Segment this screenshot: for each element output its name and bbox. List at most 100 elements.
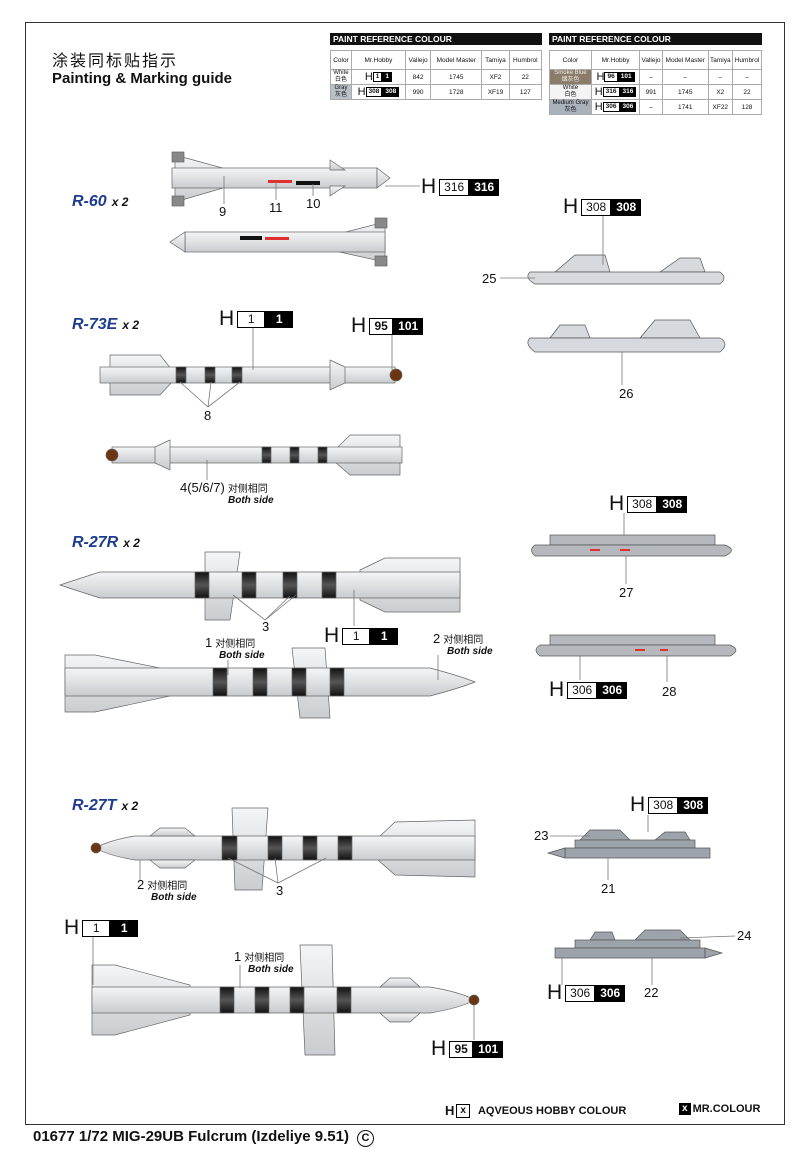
paint-table-1: PAINT REFERENCE COLOUR Color Mr.Hobby Va… xyxy=(330,33,543,100)
page-frame xyxy=(25,22,785,1125)
pylon-27-drawing xyxy=(531,534,732,557)
col-tamiya: Tamiya xyxy=(481,50,510,70)
humbrol-value: – xyxy=(732,69,762,85)
decal-callout: 22 xyxy=(644,985,659,1000)
col-color: Color xyxy=(330,50,352,70)
copyright-icon: C xyxy=(356,1130,374,1147)
decal-callout: 8 xyxy=(204,408,212,423)
col-mrhobby: Mr.Hobby xyxy=(350,50,406,70)
decal-callout: 25 xyxy=(482,271,497,286)
col-vallejo: Vallejo xyxy=(404,50,432,70)
paint-table-2: PAINT REFERENCE COLOUR Color Mr.Hobby Va… xyxy=(549,33,762,115)
humbrol-value: 127 xyxy=(508,84,543,100)
tamiya-value: XF19 xyxy=(481,84,510,100)
col-model-master: Model Master xyxy=(661,50,709,70)
r27r-top-drawing xyxy=(58,551,461,621)
vallejo-value: 842 xyxy=(404,69,432,85)
decal-callout: 11 xyxy=(269,200,283,215)
pylon-26-drawing xyxy=(527,319,726,353)
r73e-bottom-drawing xyxy=(105,434,403,476)
model-master-value: 1745 xyxy=(430,69,483,85)
col-mrhobby: Mr.Hobby xyxy=(590,50,641,70)
decal-callout: 9 xyxy=(219,204,227,219)
model-master-value: 1728 xyxy=(430,84,483,100)
col-color: Color xyxy=(549,50,592,70)
r60-top-drawing xyxy=(171,151,391,207)
r27t-top-drawing xyxy=(90,807,476,891)
r27t-bottom-drawing xyxy=(91,944,480,1056)
footer-title: 01677 1/72 MIG-29UB Fulcrum (Izdeliye 9.… xyxy=(33,1128,374,1147)
decal-callout: 27 xyxy=(619,585,634,600)
humbrol-value: 128 xyxy=(732,99,762,115)
vallejo-value: 990 xyxy=(404,84,432,100)
r60-bottom-drawing xyxy=(169,217,388,267)
humbrol-value: 22 xyxy=(508,69,543,85)
decal-callout: 10 xyxy=(306,196,321,211)
table-header-row: Color Mr.Hobby Vallejo Model Master Tami… xyxy=(549,50,762,70)
tamiya-value: XF22 xyxy=(707,99,734,115)
col-tamiya: Tamiya xyxy=(707,50,734,70)
leader-lines xyxy=(92,176,736,1040)
table-header-row: Color Mr.Hobby Vallejo Model Master Tami… xyxy=(330,50,543,70)
vallejo-value: – xyxy=(639,69,663,85)
r73e-top-drawing xyxy=(99,354,403,396)
col-humbrol: Humbrol xyxy=(508,50,543,70)
tamiya-value: X2 xyxy=(707,84,734,100)
col-vallejo: Vallejo xyxy=(639,50,663,70)
model-master-value: – xyxy=(661,69,709,85)
decal-callout: 26 xyxy=(619,386,634,401)
humbrol-value: 22 xyxy=(732,84,762,100)
pylon-21-23-drawing xyxy=(546,829,711,859)
title-chinese: 涂装同标贴指示 xyxy=(52,51,179,70)
col-model-master: Model Master xyxy=(430,50,483,70)
pylon-22-24-drawing xyxy=(554,929,724,959)
r27r-bottom-drawing xyxy=(64,647,476,719)
decal-callout: 28 xyxy=(662,684,677,699)
decal-callout: 23 xyxy=(534,828,549,843)
paint-table-title: PAINT REFERENCE COLOUR xyxy=(330,33,542,45)
tamiya-value: – xyxy=(707,69,734,85)
tamiya-value: XF2 xyxy=(481,69,510,85)
col-humbrol: Humbrol xyxy=(732,50,762,70)
decal-callout: 21 xyxy=(601,881,616,896)
title-english: Painting & Marking guide xyxy=(52,70,233,87)
model-master-value: 1745 xyxy=(661,84,709,100)
model-master-value: 1741 xyxy=(661,99,709,115)
vallejo-value: – xyxy=(639,99,663,115)
